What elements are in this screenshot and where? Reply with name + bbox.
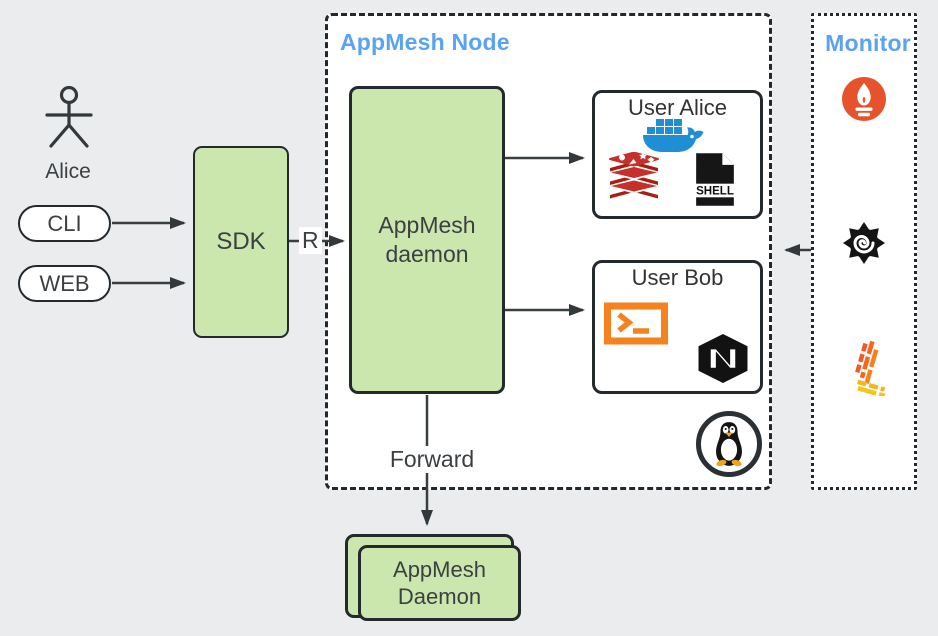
appmesh-daemon-stack-label: AppMesh Daemon xyxy=(393,556,486,610)
user-bob-title: User Bob xyxy=(631,265,724,290)
user-bob-box: User Bob xyxy=(592,260,763,394)
forward-edge-label: Forward xyxy=(379,446,485,473)
sdk-label: SDK xyxy=(216,228,266,255)
person-actor-icon xyxy=(45,86,93,148)
web-node: WEB xyxy=(18,265,111,302)
appmesh-daemon-box: AppMesh daemon xyxy=(349,86,505,394)
svg-text:SHELL: SHELL xyxy=(696,186,734,198)
cli-label: CLI xyxy=(47,210,82,236)
monitor-title: Monitor xyxy=(825,30,911,56)
actor-label: Alice xyxy=(45,160,91,183)
cli-node: CLI xyxy=(18,205,111,242)
prometheus-icon xyxy=(842,77,886,121)
terminal-icon xyxy=(604,302,668,345)
grafana-icon xyxy=(843,222,885,264)
web-label: WEB xyxy=(39,270,90,296)
nginx-icon xyxy=(698,334,748,383)
docker-icon xyxy=(643,119,704,152)
user-alice-title: User Alice xyxy=(627,95,728,120)
appmesh-daemon-stack-front: AppMesh Daemon xyxy=(358,545,521,621)
linux-tux-icon xyxy=(696,411,762,477)
appmesh-daemon-label: AppMesh daemon xyxy=(378,212,476,267)
appmesh-node-title: AppMesh Node xyxy=(340,29,510,55)
shell-script-icon: SHELL xyxy=(694,153,736,206)
loki-icon xyxy=(855,340,886,396)
user-alice-box: User Alice xyxy=(592,90,763,219)
redis-icon xyxy=(609,152,659,199)
sdk-box: SDK xyxy=(193,146,289,338)
request-edge-label: R xyxy=(299,227,322,254)
